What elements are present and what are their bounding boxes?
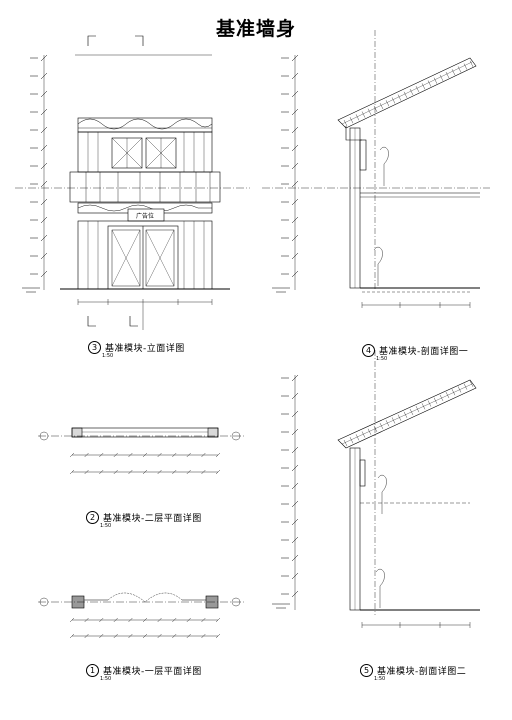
view-label: 基准模块-剖面详图二 (377, 667, 467, 677)
view-scale: 1:50 (374, 676, 386, 682)
view-caption-2: 2 基准模块-二层平面详图 1:50 (86, 511, 202, 529)
elevation-view (15, 35, 250, 330)
view-number: 3 (88, 341, 101, 354)
view-scale: 1:50 (100, 676, 112, 682)
sign-board-label: 广告位 (136, 213, 155, 220)
view-number: 4 (362, 344, 375, 357)
view-number: 5 (360, 664, 373, 677)
view-label: 基准模块-一层平面详图 (103, 667, 202, 677)
view-number: 2 (86, 511, 99, 524)
section-view-1 (262, 30, 490, 308)
section-view-2 (272, 350, 480, 628)
view-caption-4: 4 基准模块-剖面详图一 1:50 (362, 344, 469, 362)
view-caption-3: 3 基准模块-立面详图 1:50 (88, 341, 185, 359)
plan-view-1f (38, 592, 244, 639)
view-scale: 1:50 (102, 353, 114, 359)
plan-view-2f (38, 427, 244, 475)
view-scale: 1:50 (376, 356, 388, 362)
view-label: 基准模块-剖面详图一 (379, 347, 469, 357)
view-caption-1: 1 基准模块-一层平面详图 1:50 (86, 664, 202, 682)
view-scale: 1:50 (100, 523, 112, 529)
view-caption-5: 5 基准模块-剖面详图二 1:50 (360, 664, 467, 682)
view-label: 基准模块-立面详图 (105, 344, 185, 354)
drawing-title: 基准墙身 (215, 18, 296, 40)
view-number: 1 (86, 664, 99, 677)
view-label: 基准模块-二层平面详图 (103, 514, 202, 524)
